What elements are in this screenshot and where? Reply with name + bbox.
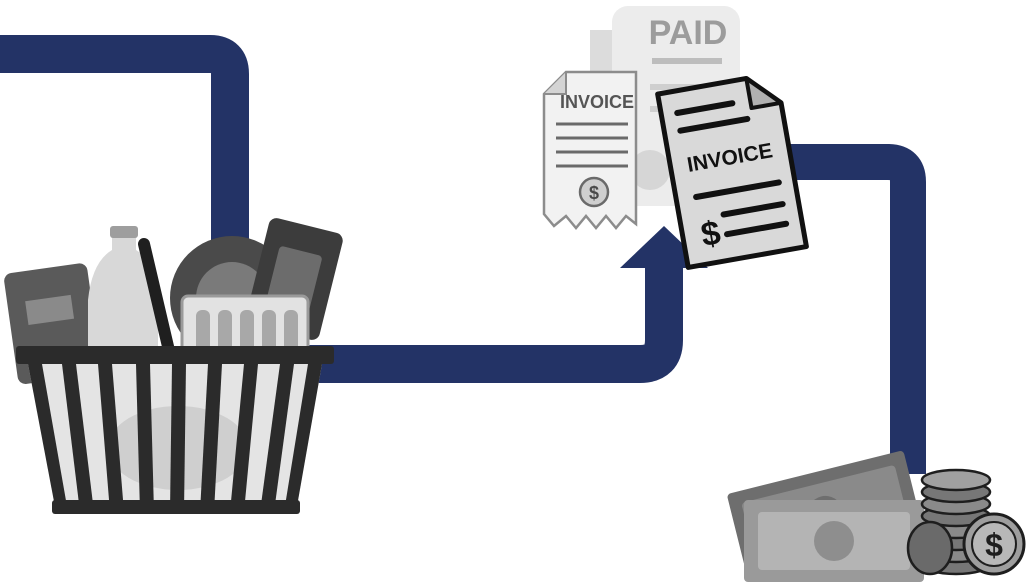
invoice-receipt-dollar: $ [589, 183, 599, 203]
flow-arrow-to-invoice [300, 226, 708, 364]
coin-dollar: $ [985, 527, 1003, 563]
invoice-receipt-label: INVOICE [560, 92, 634, 112]
shopping-basket-icon [3, 216, 344, 514]
paid-label: PAID [649, 14, 728, 52]
invoice-document-icon: INVOICE $ [658, 73, 807, 267]
invoice-receipt-icon: INVOICE $ [544, 72, 636, 228]
cash-and-coins-icon: $ [727, 450, 1024, 582]
